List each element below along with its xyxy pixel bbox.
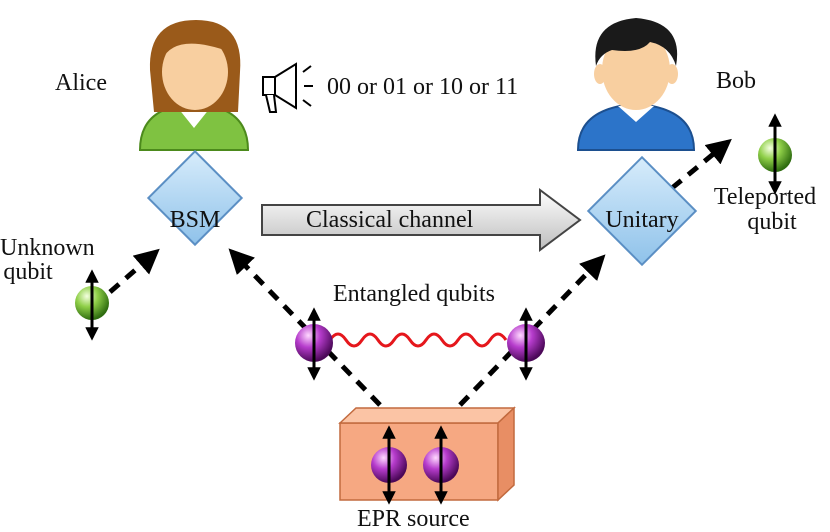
classical-channel-arrow <box>261 188 582 252</box>
bsm-label: BSM <box>169 207 221 233</box>
entangled-to-unitary-link <box>458 254 606 407</box>
entangled-qubits-label: Entangled qubits <box>333 281 495 307</box>
bsm-node <box>146 149 244 247</box>
epr-source-label: EPR source <box>357 506 470 532</box>
entangled-qubit-right-icon <box>507 307 545 381</box>
teleported-qubit-icon <box>758 113 792 195</box>
alice-avatar-icon <box>138 20 250 151</box>
message-label: 00 or 01 or 10 or 11 <box>327 74 519 100</box>
entangled-qubit-left-icon <box>295 307 333 381</box>
unknown-qubit-label-line1: Unknown <box>0 235 95 261</box>
alice-label: Alice <box>55 70 107 96</box>
megaphone-icon <box>262 62 313 113</box>
unknown-to-bsm-link <box>108 248 160 294</box>
teleported-qubit-label-line2: qubit <box>747 209 797 235</box>
unitary-node <box>586 155 698 267</box>
epr-source-box <box>338 406 516 502</box>
epr-qubit-left-icon <box>371 425 407 505</box>
entanglement-wave <box>328 332 508 348</box>
teleported-qubit-label-line1: Teleported <box>713 184 817 210</box>
classical-channel-label: Classical channel <box>306 207 474 233</box>
bob-label: Bob <box>716 68 757 94</box>
unknown-qubit-label-line2: qubit <box>3 259 53 285</box>
epr-qubit-right-icon <box>423 425 459 505</box>
bob-avatar-icon <box>576 18 696 151</box>
unknown-qubit-icon <box>75 269 109 341</box>
unitary-label: Unitary <box>605 207 679 233</box>
